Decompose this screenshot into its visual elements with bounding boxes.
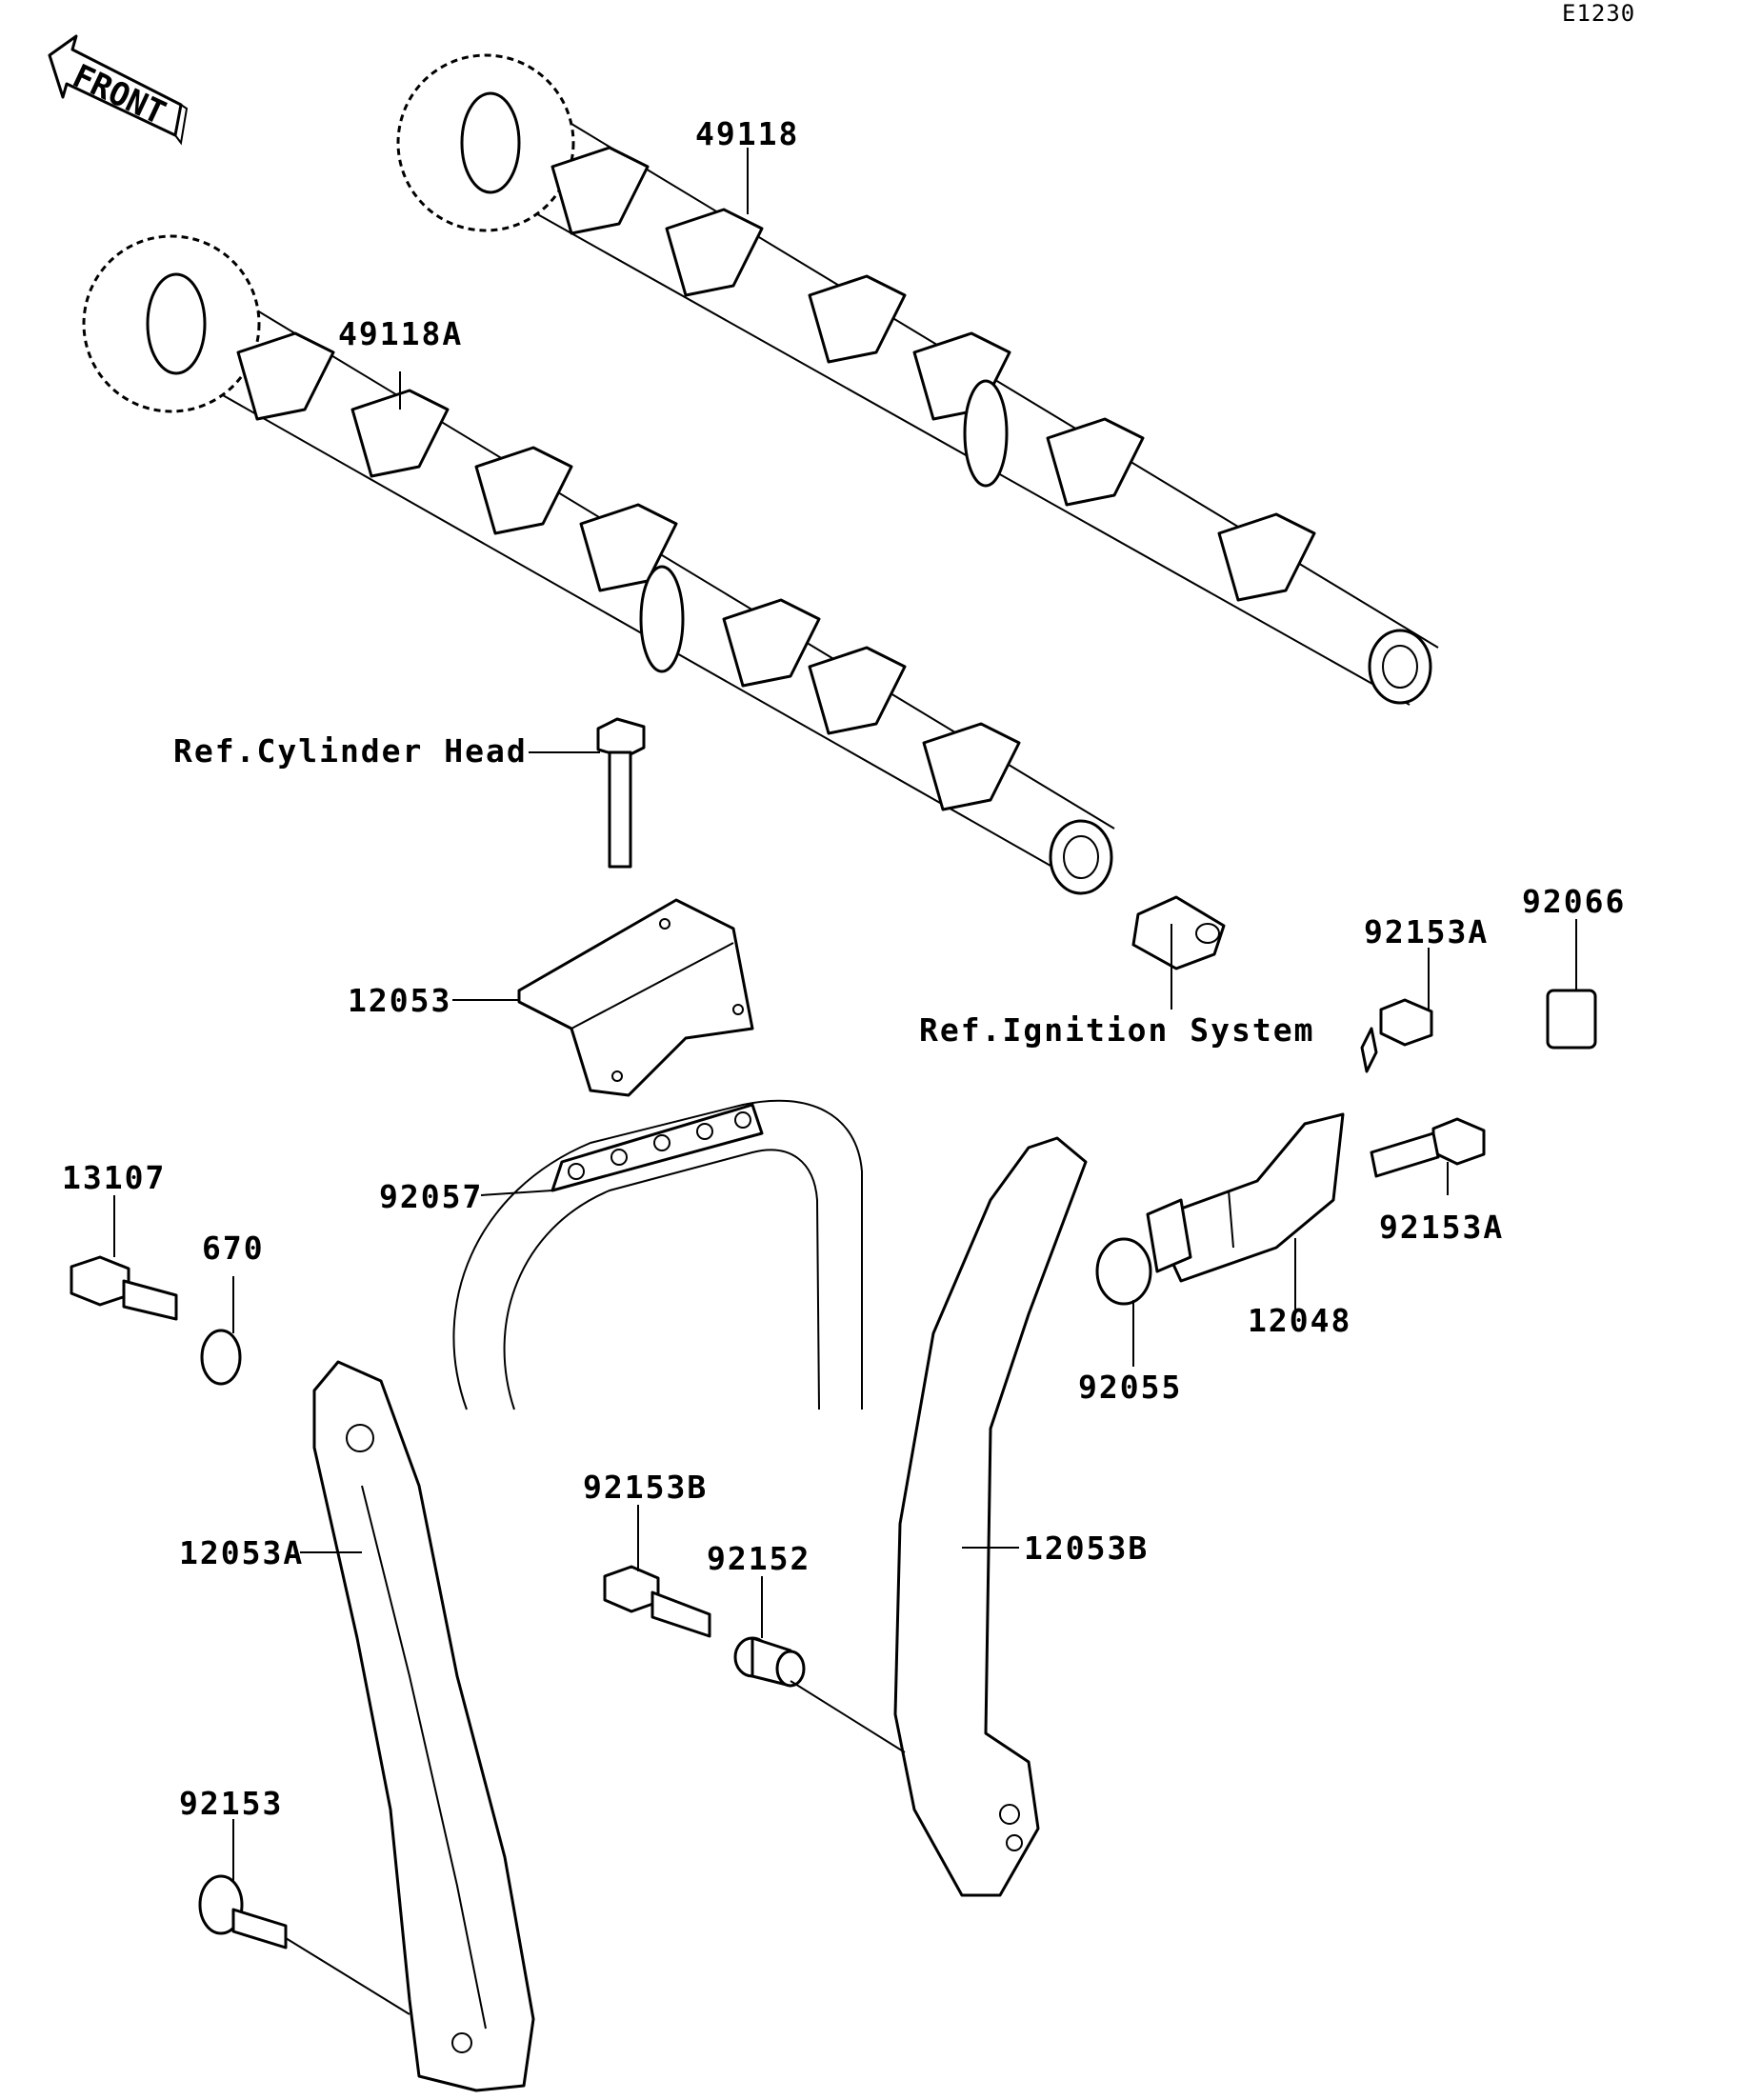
label-12053A: 12053A (179, 1534, 304, 1571)
leader-lines (113, 148, 1577, 2015)
bolt-92153B (603, 1565, 711, 1638)
label-12048: 12048 (1248, 1302, 1351, 1339)
front-arrow-label: FRONT (67, 57, 171, 133)
bolt-92153A-upper (1360, 998, 1433, 1073)
label-ref-ignition-system: Ref.Ignition System (919, 1011, 1315, 1049)
label-92057: 92057 (379, 1178, 483, 1215)
cam-chain-tensioner (1146, 1112, 1345, 1283)
front-arrow-icon: FRONT (48, 34, 189, 146)
timing-chain (452, 1099, 863, 1410)
ignition-rotor-icon (1131, 895, 1226, 970)
label-ref-cylinder-head: Ref.Cylinder Head (173, 732, 528, 770)
label-12053: 12053 (348, 982, 451, 1019)
gasket-92055 (1095, 1237, 1152, 1306)
chain-guide-right (893, 1136, 1088, 1897)
label-92152: 92152 (707, 1540, 810, 1577)
chain-guide-left (312, 1360, 535, 2092)
label-92153A-bottom: 92153A (1379, 1209, 1504, 1246)
label-92055: 92055 (1078, 1369, 1182, 1406)
label-92066: 92066 (1522, 883, 1626, 920)
label-92153: 92153 (179, 1785, 283, 1822)
bolt-cylinder-head (596, 717, 646, 869)
bolt-92153 (198, 1874, 288, 1950)
diagram-code: E1230 (1562, 0, 1635, 27)
label-92153B: 92153B (583, 1469, 708, 1506)
bolt-92153A-lower (1370, 1117, 1486, 1178)
label-49118: 49118 (695, 115, 799, 152)
label-49118A: 49118A (338, 315, 463, 352)
o-ring-670 (200, 1329, 242, 1386)
chain-guide-upper (517, 898, 754, 1097)
collar-92152 (733, 1636, 806, 1688)
label-12053B: 12053B (1024, 1530, 1149, 1567)
camshaft-intake (82, 234, 1115, 895)
label-670: 670 (202, 1230, 265, 1267)
label-13107: 13107 (62, 1159, 166, 1196)
pivot-bolt (70, 1255, 178, 1321)
label-92153A-top: 92153A (1364, 913, 1489, 950)
camshaft-exhaust (396, 53, 1439, 706)
plug-92066 (1546, 989, 1597, 1050)
